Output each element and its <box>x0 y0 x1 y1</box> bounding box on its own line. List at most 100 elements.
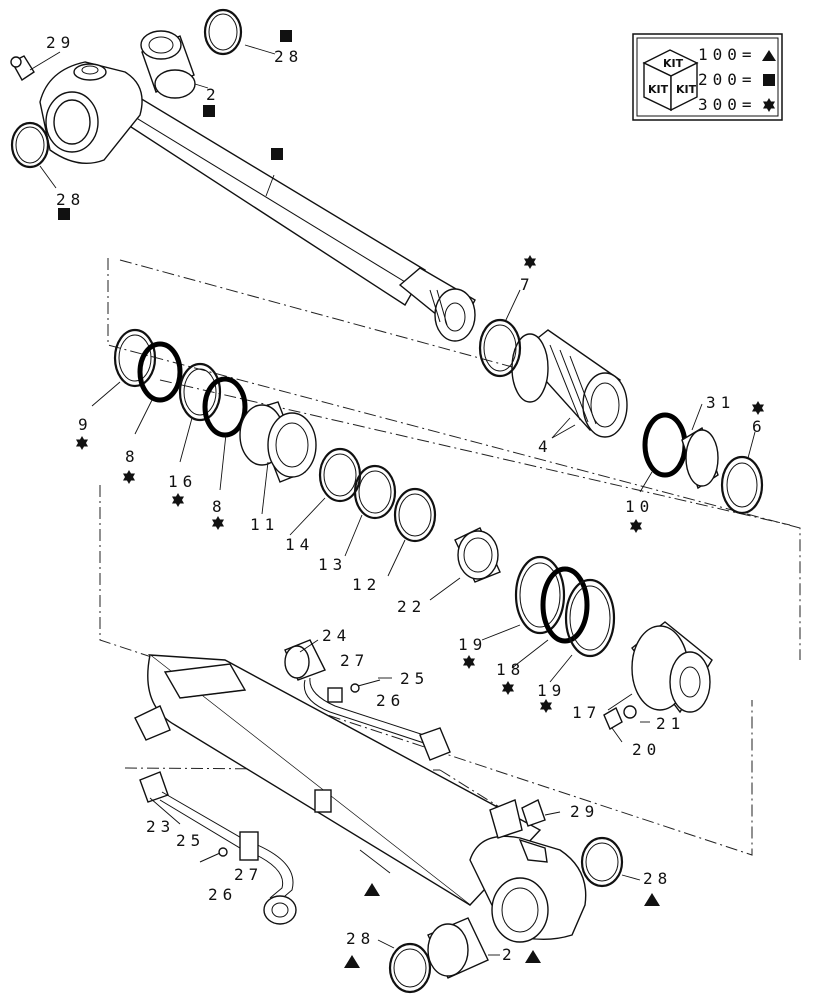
ring-16 <box>178 362 222 422</box>
square-icon <box>203 105 215 117</box>
plug-21 <box>623 705 637 719</box>
leader-lines <box>29 44 756 956</box>
star-icon <box>172 493 184 507</box>
seal-ring-28-lower-right <box>580 836 624 888</box>
callout-31: 31 <box>706 393 735 412</box>
ring-19a <box>514 555 566 635</box>
grease-fitting-upper <box>10 55 35 82</box>
callout-28-left: 28 <box>56 190 85 209</box>
star-icon <box>763 98 775 112</box>
callout-26-a: 26 <box>376 691 405 710</box>
callout-21: 21 <box>656 714 685 733</box>
star-icon <box>524 255 536 269</box>
assembly-centerlines <box>99 258 801 856</box>
callout-25-b: 25 <box>176 831 205 850</box>
ring-9 <box>113 328 157 388</box>
orifice-20 <box>603 706 623 731</box>
star-icon <box>123 470 135 484</box>
kit-label-left: KIT <box>648 83 669 96</box>
kit-code-200: 200= <box>698 70 757 89</box>
callout-23: 23 <box>146 817 175 836</box>
star-icon <box>630 519 642 533</box>
callout-14: 14 <box>285 535 314 554</box>
callout-13: 13 <box>318 555 347 574</box>
wear-ring-31 <box>681 426 719 490</box>
kit-label-right: KIT <box>676 83 697 96</box>
ring-13 <box>353 464 397 520</box>
star-icon <box>752 401 764 415</box>
square-icon <box>763 74 775 86</box>
callout-20: 20 <box>632 740 661 759</box>
callout-29-lower: 29 <box>570 802 599 821</box>
bolt-clamp-lower <box>199 847 228 863</box>
kit-cube-icon: KIT KIT KIT <box>642 49 699 112</box>
callout-25-a: 25 <box>400 669 429 688</box>
ring-8b <box>202 376 248 438</box>
cylinder-head <box>631 621 713 714</box>
kit-label-top: KIT <box>663 57 684 70</box>
callout-28-lower-left: 28 <box>346 929 375 948</box>
square-icon <box>58 208 70 220</box>
tube-23 <box>139 771 297 925</box>
star-icon <box>502 681 514 695</box>
callout-6: 6 <box>752 417 767 436</box>
piston-rod <box>39 61 476 342</box>
star-icon <box>463 655 475 669</box>
callout-16: 16 <box>168 472 197 491</box>
seal-ring-28-lower-left <box>388 942 432 994</box>
bushing-lower <box>427 917 489 979</box>
ring-8a <box>137 341 183 403</box>
star-icon <box>76 436 88 450</box>
callout-26-b: 26 <box>208 885 237 904</box>
square-icon <box>280 30 292 42</box>
callout-22: 22 <box>397 597 426 616</box>
triangle-icon <box>364 883 380 896</box>
triangle-icon <box>525 950 541 963</box>
callout-2-lower: 2 <box>502 945 517 964</box>
callout-29-top: 29 <box>46 33 75 52</box>
callout-19-b: 19 <box>537 681 566 700</box>
kit-legend: KIT KIT KIT 100= 200= 300= <box>632 33 783 121</box>
cylinder-barrel <box>147 654 587 943</box>
callout-17: 17 <box>572 703 601 722</box>
seal-ring-28-left <box>10 121 50 169</box>
callout-27-a: 27 <box>340 651 369 670</box>
triangle-icon <box>344 955 360 968</box>
callout-27-b: 27 <box>234 865 263 884</box>
callout-11: 11 <box>250 515 279 534</box>
ring-19b <box>564 578 616 658</box>
grease-fitting-lower <box>521 799 546 827</box>
triangle-icon <box>762 50 776 61</box>
seal-ring-28-top <box>203 8 243 56</box>
ring-6 <box>720 455 764 515</box>
gland <box>239 401 317 483</box>
elbow-fitting-left <box>134 705 171 741</box>
callout-24: 24 <box>322 626 351 645</box>
ring-18 <box>540 566 590 644</box>
kit-code-100: 100= <box>698 45 757 64</box>
elbow-fitting-right <box>489 799 523 839</box>
ring-10 <box>642 412 688 478</box>
callout-28-top: 28 <box>274 47 303 66</box>
callout-8-b: 8 <box>212 497 227 516</box>
kit-code-300: 300= <box>698 95 757 114</box>
callout-10: 10 <box>625 497 654 516</box>
bolt-clamp-upper <box>327 679 381 703</box>
triangle-icon <box>644 893 660 906</box>
star-icon <box>540 699 552 713</box>
tube-24 <box>284 639 451 761</box>
ring-12 <box>393 487 437 543</box>
callout-12: 12 <box>352 575 381 594</box>
square-icon <box>271 148 283 160</box>
kit-symbols <box>58 30 764 968</box>
callout-28-lower-right: 28 <box>643 869 672 888</box>
callout-7: 7 <box>520 275 535 294</box>
callout-19-a: 19 <box>458 635 487 654</box>
star-icon <box>212 516 224 530</box>
callout-18: 18 <box>496 660 525 679</box>
bushing-22 <box>454 527 501 583</box>
callout-9: 9 <box>78 415 93 434</box>
bushing-upper <box>140 30 196 99</box>
piston <box>511 329 628 438</box>
callout-labels: 29 28 2 28 7 9 8 16 8 11 14 13 12 4 31 6… <box>46 33 767 964</box>
